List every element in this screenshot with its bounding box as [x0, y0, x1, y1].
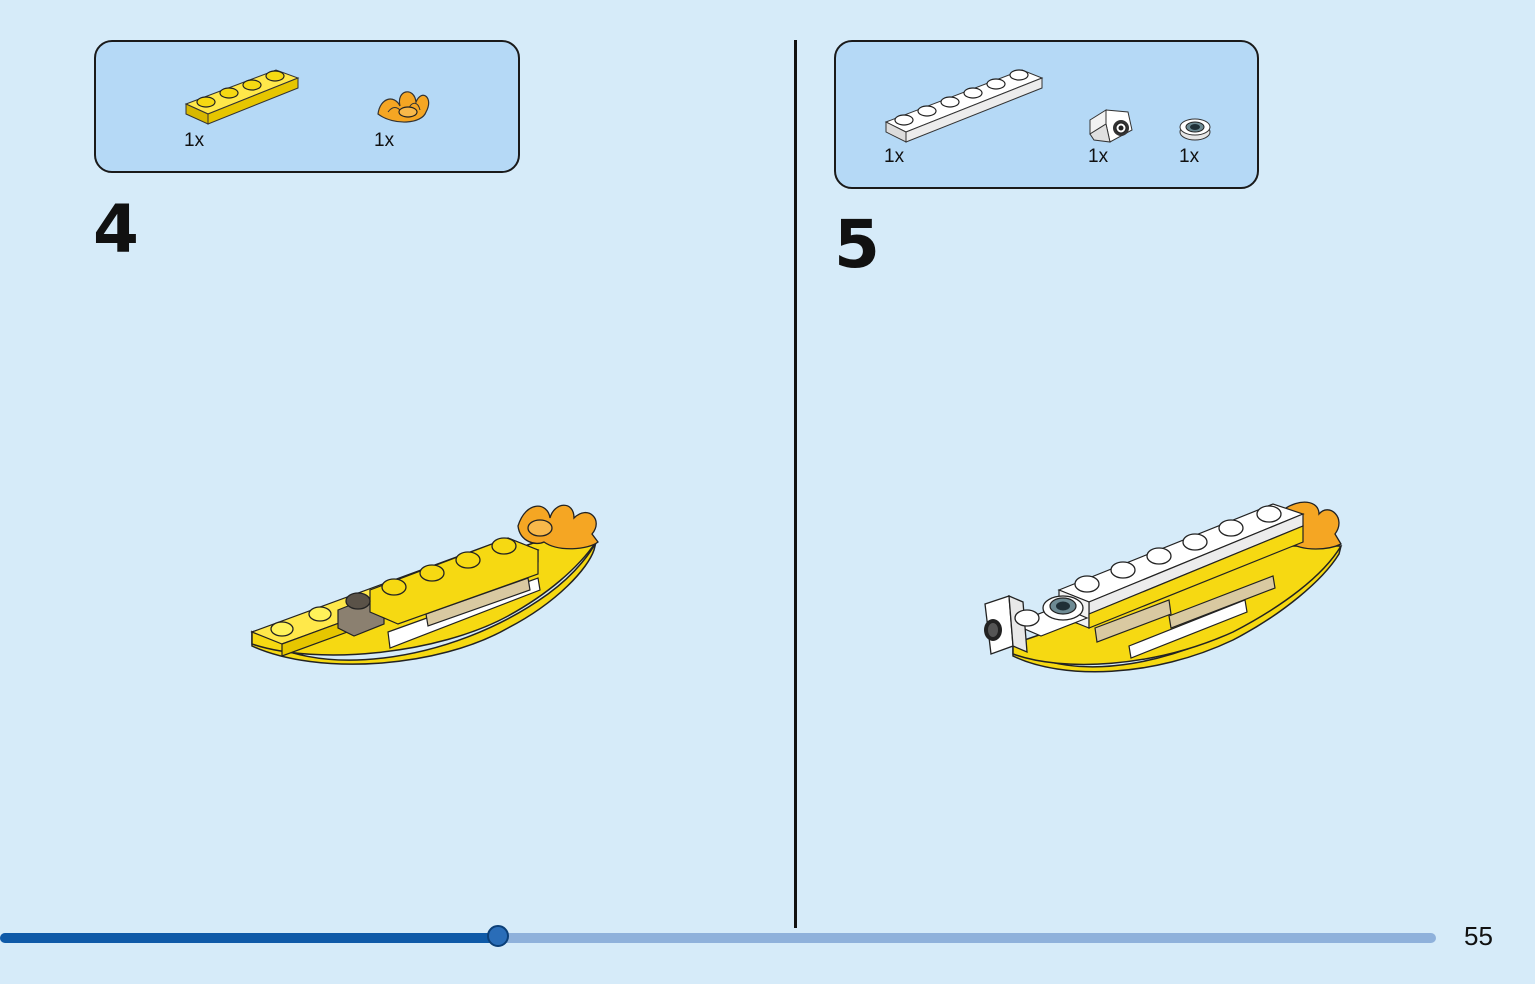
progress-bar-fill [0, 933, 498, 943]
white-plate-icon [884, 66, 1044, 146]
step-4-banana-boat-model [248, 498, 604, 674]
step-5-part-2-qty: 1x [1088, 146, 1109, 167]
step-5-number: 5 [834, 206, 880, 283]
step-5-parts-list: 1x 1x 1x [834, 40, 1259, 189]
step-4-number: 4 [93, 191, 139, 268]
orange-leaf-icon [374, 84, 434, 128]
page-number: 55 [1464, 921, 1493, 951]
page-divider [794, 40, 797, 928]
step-4-part-2-qty: 1x [374, 130, 395, 151]
instructions-progress-bar [0, 925, 1436, 947]
step-5-part-1-qty: 1x [884, 146, 905, 167]
eye-tile-icon [1178, 116, 1212, 142]
step-4-part-1-qty: 1x [184, 130, 205, 151]
white-bracket-icon [1088, 106, 1136, 144]
step-4-parts-list: 1x 1x [94, 40, 520, 173]
yellow-plate-icon [184, 64, 300, 125]
progress-position-marker [487, 925, 509, 947]
step-5-page: 1x 1x 1x 5 [797, 0, 1535, 984]
step-5-banana-boat-model [983, 496, 1347, 676]
step-4-page: 1x 1x 4 [93, 40, 604, 674]
step-5-part-3-qty: 1x [1179, 146, 1200, 167]
